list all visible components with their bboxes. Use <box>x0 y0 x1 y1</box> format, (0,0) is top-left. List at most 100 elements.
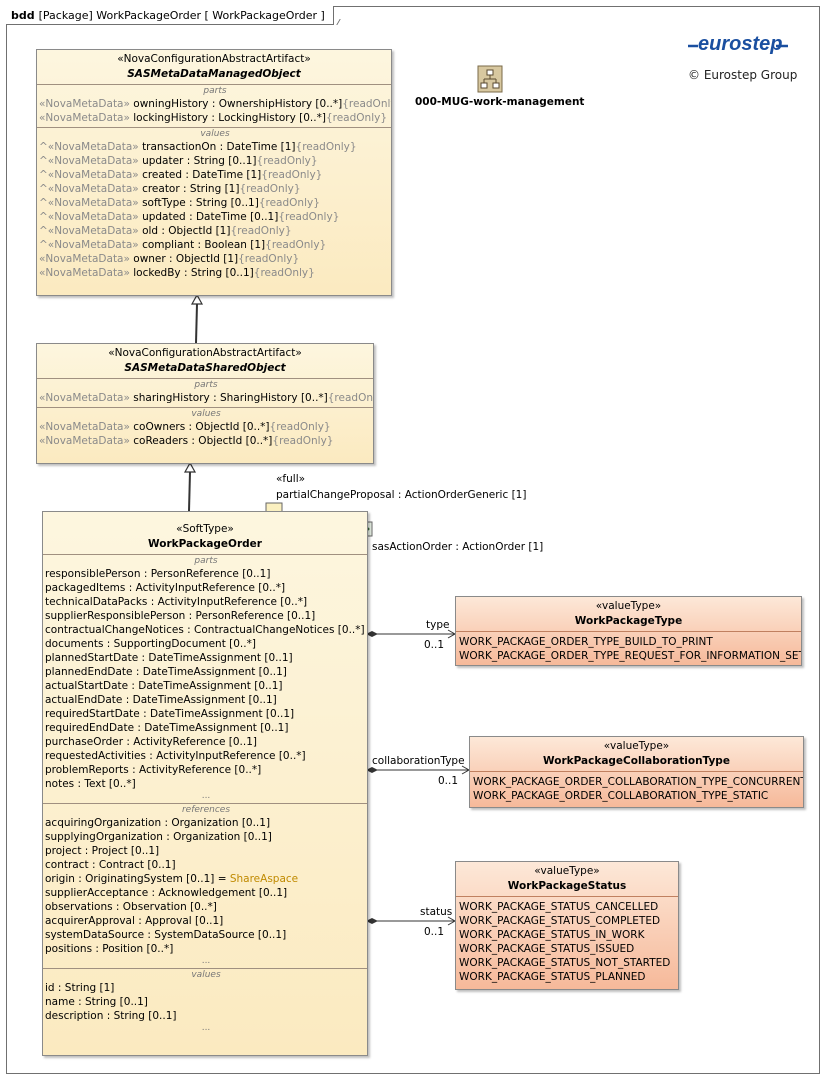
block-work-package-order[interactable]: «SoftType» WorkPackageOrder parts respon… <box>42 511 368 1056</box>
property-row[interactable]: id : String [1] <box>45 982 115 994</box>
block-stereotype: «valueType» <box>595 600 662 612</box>
property-row[interactable]: problemReports : ActivityReference [0..*… <box>45 764 262 776</box>
port-stereotype: «full» <box>276 473 306 485</box>
generalization-arrowhead <box>190 293 204 305</box>
block-stereotype: «valueType» <box>603 740 670 752</box>
compartment-ellipsis: ... <box>201 956 211 966</box>
property-row[interactable]: ^«NovaMetaData» compliant : Boolean [1]{… <box>39 239 327 251</box>
enum-literal[interactable]: WORK_PACKAGE_ORDER_TYPE_REQUEST_FOR_INFO… <box>459 650 802 662</box>
reference-row[interactable]: supplyingOrganization : Organization [0.… <box>45 831 272 843</box>
property-row[interactable]: requestedActivities : ActivityInputRefer… <box>45 750 306 762</box>
enum-literal[interactable]: WORK_PACKAGE_STATUS_COMPLETED <box>459 915 661 927</box>
action-order-label: sasActionOrder : ActionOrder [1] <box>372 541 544 553</box>
block-work-package-type[interactable]: «valueType» WorkPackageType WORK_PACKAGE… <box>455 596 802 666</box>
compartment-title: references <box>181 805 231 815</box>
reference-row[interactable]: positions : Position [0..*] <box>45 943 174 955</box>
diagram-kind: bdd <box>11 8 35 22</box>
enum-literal[interactable]: WORK_PACKAGE_STATUS_NOT_STARTED <box>459 957 671 969</box>
literals-compartment: WORK_PACKAGE_ORDER_COLLABORATION_TYPE_CO… <box>470 771 803 806</box>
parts-compartment: parts «NovaMetaData» sharingHistory : Sh… <box>37 378 373 407</box>
property-row[interactable]: ^«NovaMetaData» updater : String [0..1]{… <box>39 155 318 167</box>
reference-row[interactable]: contract : Contract [0..1] <box>45 859 176 871</box>
reference-row[interactable]: observations : Observation [0..*] <box>45 901 217 913</box>
diagram-frame <box>6 6 820 1074</box>
property-row[interactable]: «NovaMetaData» sharingHistory : SharingH… <box>39 392 373 404</box>
block-work-package-collaboration-type[interactable]: «valueType» WorkPackageCollaborationType… <box>469 736 804 808</box>
generalization-line <box>188 471 191 512</box>
property-row[interactable]: ^«NovaMetaData» creator : String [1]{rea… <box>39 183 301 195</box>
enum-literal[interactable]: WORK_PACKAGE_STATUS_CANCELLED <box>459 901 659 913</box>
compartment-title: parts <box>194 556 218 566</box>
enum-literal[interactable]: WORK_PACKAGE_ORDER_COLLABORATION_TYPE_CO… <box>473 776 804 788</box>
block-stereotype: «valueType» <box>534 865 600 877</box>
property-row[interactable]: ^«NovaMetaData» old : ObjectId [1]{readO… <box>39 225 292 237</box>
property-row[interactable]: notes : Text [0..*] <box>45 778 136 790</box>
block-name: WorkPackageCollaborationType <box>543 755 730 767</box>
block-name: WorkPackageStatus <box>507 880 627 892</box>
reference-row[interactable]: acquirerApproval : Approval [0..1] <box>45 915 224 927</box>
property-row[interactable]: technicalDataPacks : ActivityInputRefere… <box>45 596 308 608</box>
block-name: SASMetaDataManagedObject <box>127 68 301 80</box>
generalization-arrowhead <box>183 461 197 473</box>
property-row[interactable]: «NovaMetaData» owningHistory : Ownership… <box>39 98 391 110</box>
property-row[interactable]: requiredStartDate : DateTimeAssignment [… <box>45 708 295 720</box>
property-row[interactable]: «NovaMetaData» owner : ObjectId [1]{read… <box>39 253 300 265</box>
property-row[interactable]: ^«NovaMetaData» created : DateTime [1]{r… <box>39 169 323 181</box>
enum-literal[interactable]: WORK_PACKAGE_STATUS_PLANNED <box>459 971 646 983</box>
property-row[interactable]: «NovaMetaData» coOwners : ObjectId [0..*… <box>39 421 331 433</box>
property-row[interactable]: ^«NovaMetaData» updated : DateTime [0..1… <box>39 211 340 223</box>
compartment-ellipsis: ... <box>201 1023 211 1033</box>
composition-diamond <box>366 918 378 924</box>
parts-compartment: parts responsiblePerson : PersonReferenc… <box>43 554 367 803</box>
enum-literal[interactable]: WORK_PACKAGE_ORDER_TYPE_BUILD_TO_PRINT <box>459 636 713 648</box>
property-row[interactable]: actualStartDate : DateTimeAssignment [0.… <box>45 680 283 692</box>
property-row[interactable]: actualEndDate : DateTimeAssignment [0..1… <box>45 694 277 706</box>
reference-row[interactable]: acquiringOrganization : Organization [0.… <box>45 817 271 829</box>
property-row[interactable]: description : String [0..1] <box>45 1010 177 1022</box>
reference-row[interactable]: project : Project [0..1] <box>45 845 160 857</box>
property-row[interactable]: documents : SupportingDocument [0..*] <box>45 638 256 650</box>
package-ref-name[interactable]: 000-MUG-work-management <box>415 96 585 108</box>
property-row[interactable]: requiredEndDate : DateTimeAssignment [0.… <box>45 722 289 734</box>
block-shared-object[interactable]: «NovaConfigurationAbstractArtifact» SASM… <box>36 343 374 464</box>
enum-literal[interactable]: WORK_PACKAGE_STATUS_IN_WORK <box>459 929 645 941</box>
block-stereotype: «SoftType» <box>176 523 234 535</box>
property-row[interactable]: «NovaMetaData» lockedBy : String [0..1]{… <box>39 267 315 279</box>
property-row[interactable]: «NovaMetaData» lockingHistory : LockingH… <box>39 112 388 124</box>
property-row[interactable]: name : String [0..1] <box>45 996 148 1008</box>
block-managed-object[interactable]: «NovaConfigurationAbstractArtifact» SASM… <box>36 49 392 296</box>
compartment-title: values <box>191 970 221 980</box>
property-row[interactable]: plannedStartDate : DateTimeAssignment [0… <box>45 652 293 664</box>
block-work-package-status[interactable]: «valueType» WorkPackageStatus WORK_PACKA… <box>455 861 679 990</box>
property-row[interactable]: contractualChangeNotices : ContractualCh… <box>45 624 365 636</box>
composition-diamond <box>366 767 378 773</box>
block-name: WorkPackageType <box>574 615 683 627</box>
enum-literal[interactable]: WORK_PACKAGE_STATUS_ISSUED <box>459 943 635 955</box>
property-row[interactable]: ^«NovaMetaData» softType : String [0..1]… <box>39 197 320 209</box>
association-multiplicity: 0..1 <box>438 775 459 787</box>
compartment-title: parts <box>203 86 227 96</box>
property-row[interactable]: plannedEndDate : DateTimeAssignment [0..… <box>45 666 287 678</box>
property-row[interactable]: supplierResponsiblePerson : PersonRefere… <box>45 610 316 622</box>
enum-literal[interactable]: WORK_PACKAGE_ORDER_COLLABORATION_TYPE_ST… <box>473 790 769 802</box>
reference-row[interactable]: origin : OriginatingSystem [0..1] = Shar… <box>45 873 299 885</box>
association-multiplicity: 0..1 <box>424 639 445 651</box>
property-row[interactable]: responsiblePerson : PersonReference [0..… <box>45 568 271 580</box>
diagram-frame-tab: bdd [Package] WorkPackageOrder [ WorkPac… <box>6 6 334 25</box>
generalization-line <box>195 303 198 344</box>
property-row[interactable]: packagedItems : ActivityInputReference [… <box>45 582 286 594</box>
values-compartment: values id : String [1] name : String [0.… <box>43 968 367 1035</box>
property-row[interactable]: «NovaMetaData» coReaders : ObjectId [0..… <box>39 435 334 447</box>
property-row[interactable]: ^«NovaMetaData» transactionOn : DateTime… <box>39 141 357 153</box>
reference-row[interactable]: systemDataSource : SystemDataSource [0..… <box>45 929 287 941</box>
block-name: SASMetaDataSharedObject <box>124 362 286 374</box>
association-multiplicity: 0..1 <box>424 926 445 938</box>
values-compartment: values «NovaMetaData» coOwners : ObjectI… <box>37 407 373 450</box>
logo-copyright: © Eurostep Group <box>688 68 798 82</box>
reference-row[interactable]: supplierAcceptance : Acknowledgement [0.… <box>45 887 288 899</box>
diagram-title: [Package] WorkPackageOrder [ WorkPackage… <box>38 8 325 22</box>
property-row[interactable]: purchaseOrder : ActivityReference [0..1] <box>45 736 257 748</box>
composition-diamond <box>366 631 378 637</box>
block-stereotype: «NovaConfigurationAbstractArtifact» <box>117 53 311 65</box>
